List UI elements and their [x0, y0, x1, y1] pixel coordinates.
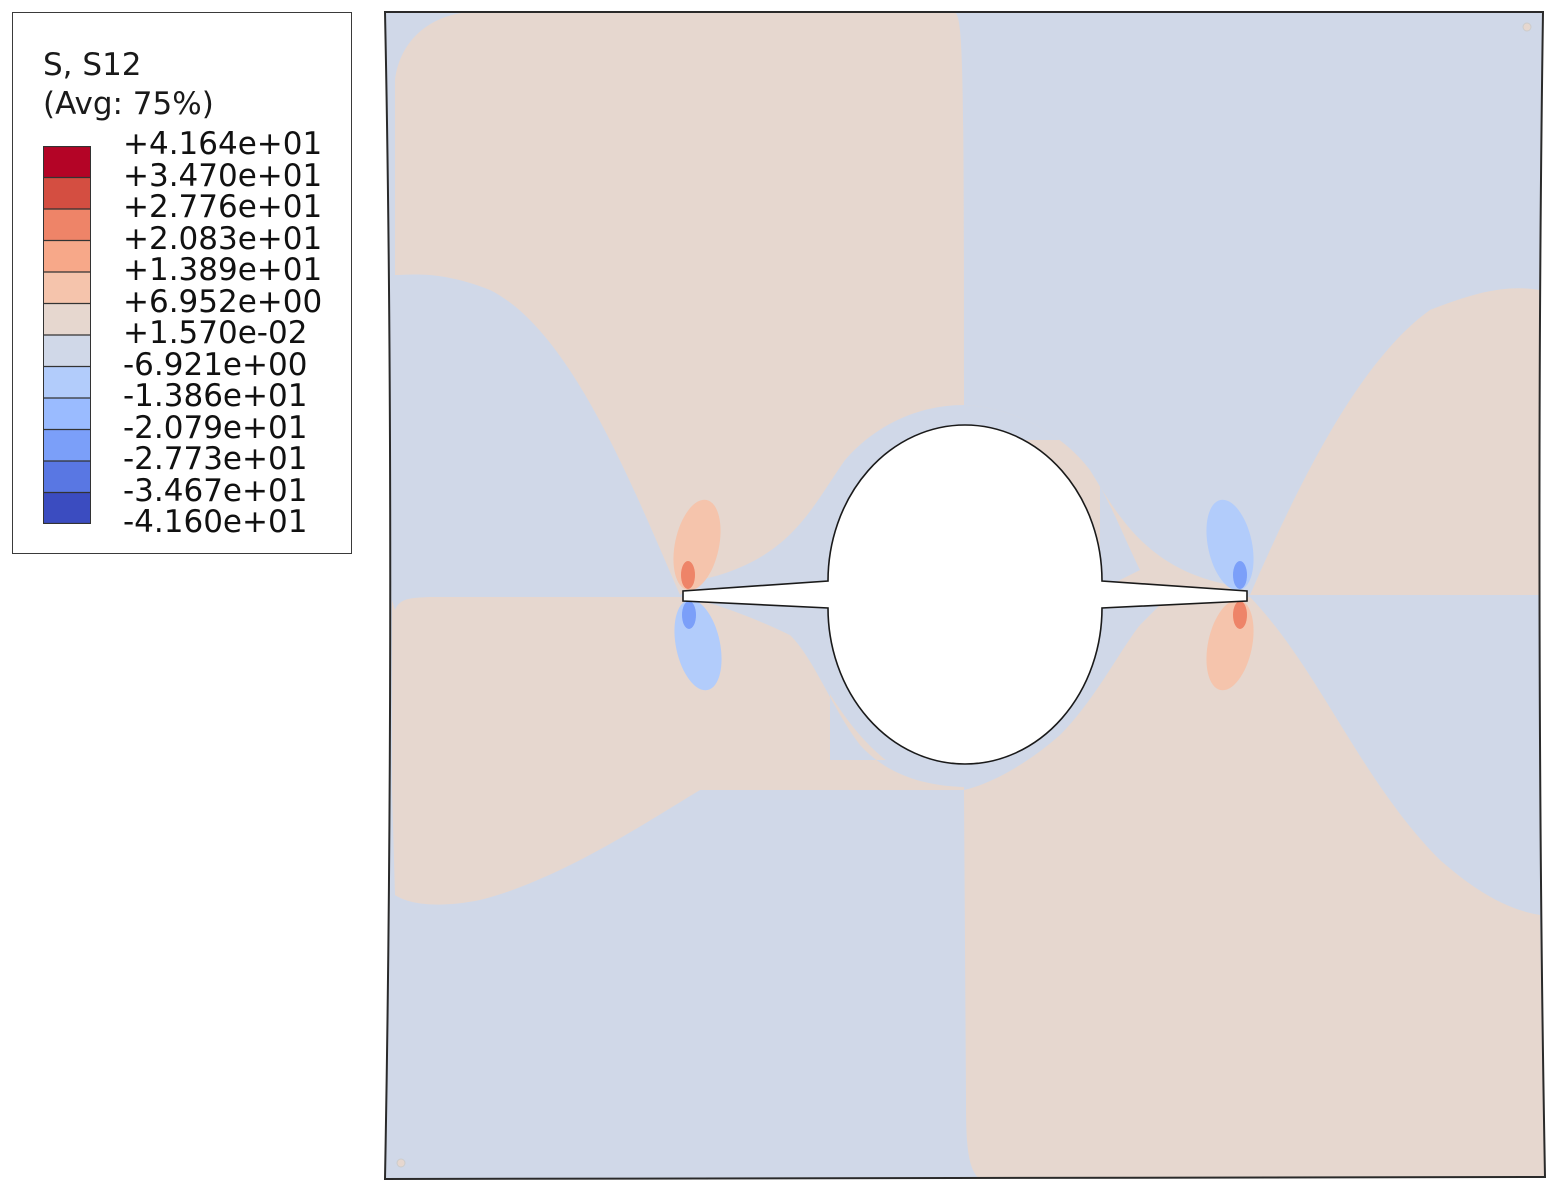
legend-band [43, 492, 91, 524]
legend-band [43, 209, 91, 241]
legend-band [43, 177, 91, 209]
legend-band [43, 335, 91, 367]
legend-band [43, 303, 91, 335]
crack-tip-hot-left [681, 561, 695, 589]
legend-value-label: -2.079e+01 [123, 409, 308, 446]
field-positive-bottom-left [392, 597, 964, 790]
legend-value-label: -4.160e+01 [123, 504, 308, 540]
corner-node-marker-top-right [1522, 22, 1532, 32]
legend-band [43, 272, 91, 304]
crack-tip-cold-left [682, 601, 696, 629]
plate-outline [383, 11, 1547, 1181]
legend-value-label: +2.083e+01 [123, 220, 323, 257]
legend-value-label: -1.386e+01 [123, 378, 308, 414]
crack-tip-hot-right [1233, 601, 1247, 629]
field-negative-hole-ring-right [966, 405, 1140, 585]
legend-value-label: +2.776e+01 [123, 189, 323, 225]
corner-node-marker-bottom-left [396, 1158, 406, 1168]
legend-value-label: +3.470e+01 [123, 157, 323, 194]
field-negative-hole-ring-left [790, 605, 964, 787]
legend-band [43, 240, 91, 272]
field-positive-bottom-right [964, 597, 1545, 1179]
legend-value-label: +1.570e-02 [123, 315, 308, 351]
contour-legend: S, S12 (Avg: 75%) +4.164e+01+3.470e+01+2… [12, 12, 352, 554]
legend-value-label: +4.164e+01 [123, 126, 323, 162]
legend-band [43, 461, 91, 493]
legend-value-label: -6.921e+00 [123, 346, 308, 383]
legend-variable-label: S, S12 [43, 47, 142, 83]
legend-value-label: +6.952e+00 [123, 283, 323, 320]
legend-value-label: -2.773e+01 [123, 441, 308, 477]
field-positive-lower-left-lobe [392, 790, 700, 905]
hole-with-slits [682, 424, 1248, 765]
legend-band [43, 366, 91, 398]
legend-value-label: +1.389e+01 [123, 252, 323, 288]
legend-band [43, 398, 91, 430]
crack-tip-cold-right [1233, 561, 1247, 589]
legend-value-label: -3.467e+01 [123, 472, 308, 509]
legend-color-bar [43, 146, 91, 524]
legend-band [43, 429, 91, 461]
legend-band [43, 146, 91, 178]
field-positive-top-left [395, 12, 964, 595]
legend-averaging-label: (Avg: 75%) [43, 86, 214, 122]
